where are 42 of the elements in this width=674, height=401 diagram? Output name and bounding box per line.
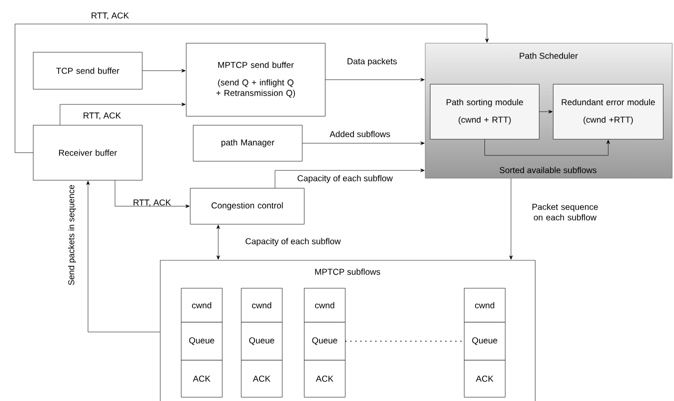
cell: ACK xyxy=(304,360,346,398)
cell: Queue xyxy=(241,322,282,360)
cell: cwnd xyxy=(304,288,346,322)
process-box: path Manager xyxy=(193,125,302,162)
module-box: Redundant error module (cwnd +RTT) xyxy=(553,84,664,140)
arrow xyxy=(86,180,160,332)
edge-label: Capacity of each subflow xyxy=(298,175,393,183)
arrow xyxy=(325,78,425,82)
edge-label: RTT, ACK xyxy=(92,12,129,20)
cell: ACK xyxy=(464,360,506,398)
cell: ACK xyxy=(241,360,282,398)
process-box: Receiver buffer xyxy=(33,125,142,180)
edge-label: Sorted available subflows xyxy=(500,166,596,174)
edge-label: Packet sequence on each subflow xyxy=(532,204,598,220)
cell: ACK xyxy=(181,360,222,398)
arrow xyxy=(509,178,513,260)
edge-label: Capacity of each subflow xyxy=(246,238,341,246)
edge-label: Data packets xyxy=(348,58,397,66)
process-box: Congestion control xyxy=(190,188,304,224)
edge-label: RTT, ACK xyxy=(84,112,121,120)
arrow xyxy=(302,141,425,145)
module-box: Path sorting module (cwnd + RTT) xyxy=(430,84,540,140)
arrow xyxy=(216,224,220,260)
cell: cwnd xyxy=(464,288,506,322)
cell: cwnd xyxy=(241,288,282,322)
arrow xyxy=(274,168,425,188)
arrow xyxy=(114,180,190,208)
cell: cwnd xyxy=(181,288,222,322)
arrow xyxy=(539,110,553,114)
arrow xyxy=(14,24,489,153)
arrow xyxy=(60,102,186,126)
cell: Queue xyxy=(181,322,222,360)
arrow xyxy=(484,139,610,156)
edge-label: Send packets in sequence xyxy=(68,184,76,286)
process-box: MPTCP send buffer (send Q + inflight Q + Retransmission Q) xyxy=(186,43,326,116)
cell: Queue xyxy=(304,322,346,360)
cell: Queue xyxy=(464,322,506,360)
edge-label: RTT, ACK xyxy=(134,199,171,207)
process-box: TCP send buffer xyxy=(33,52,142,90)
edge-label: Added subflows xyxy=(330,130,390,138)
dotted-line xyxy=(344,340,464,342)
arrow xyxy=(142,68,186,72)
